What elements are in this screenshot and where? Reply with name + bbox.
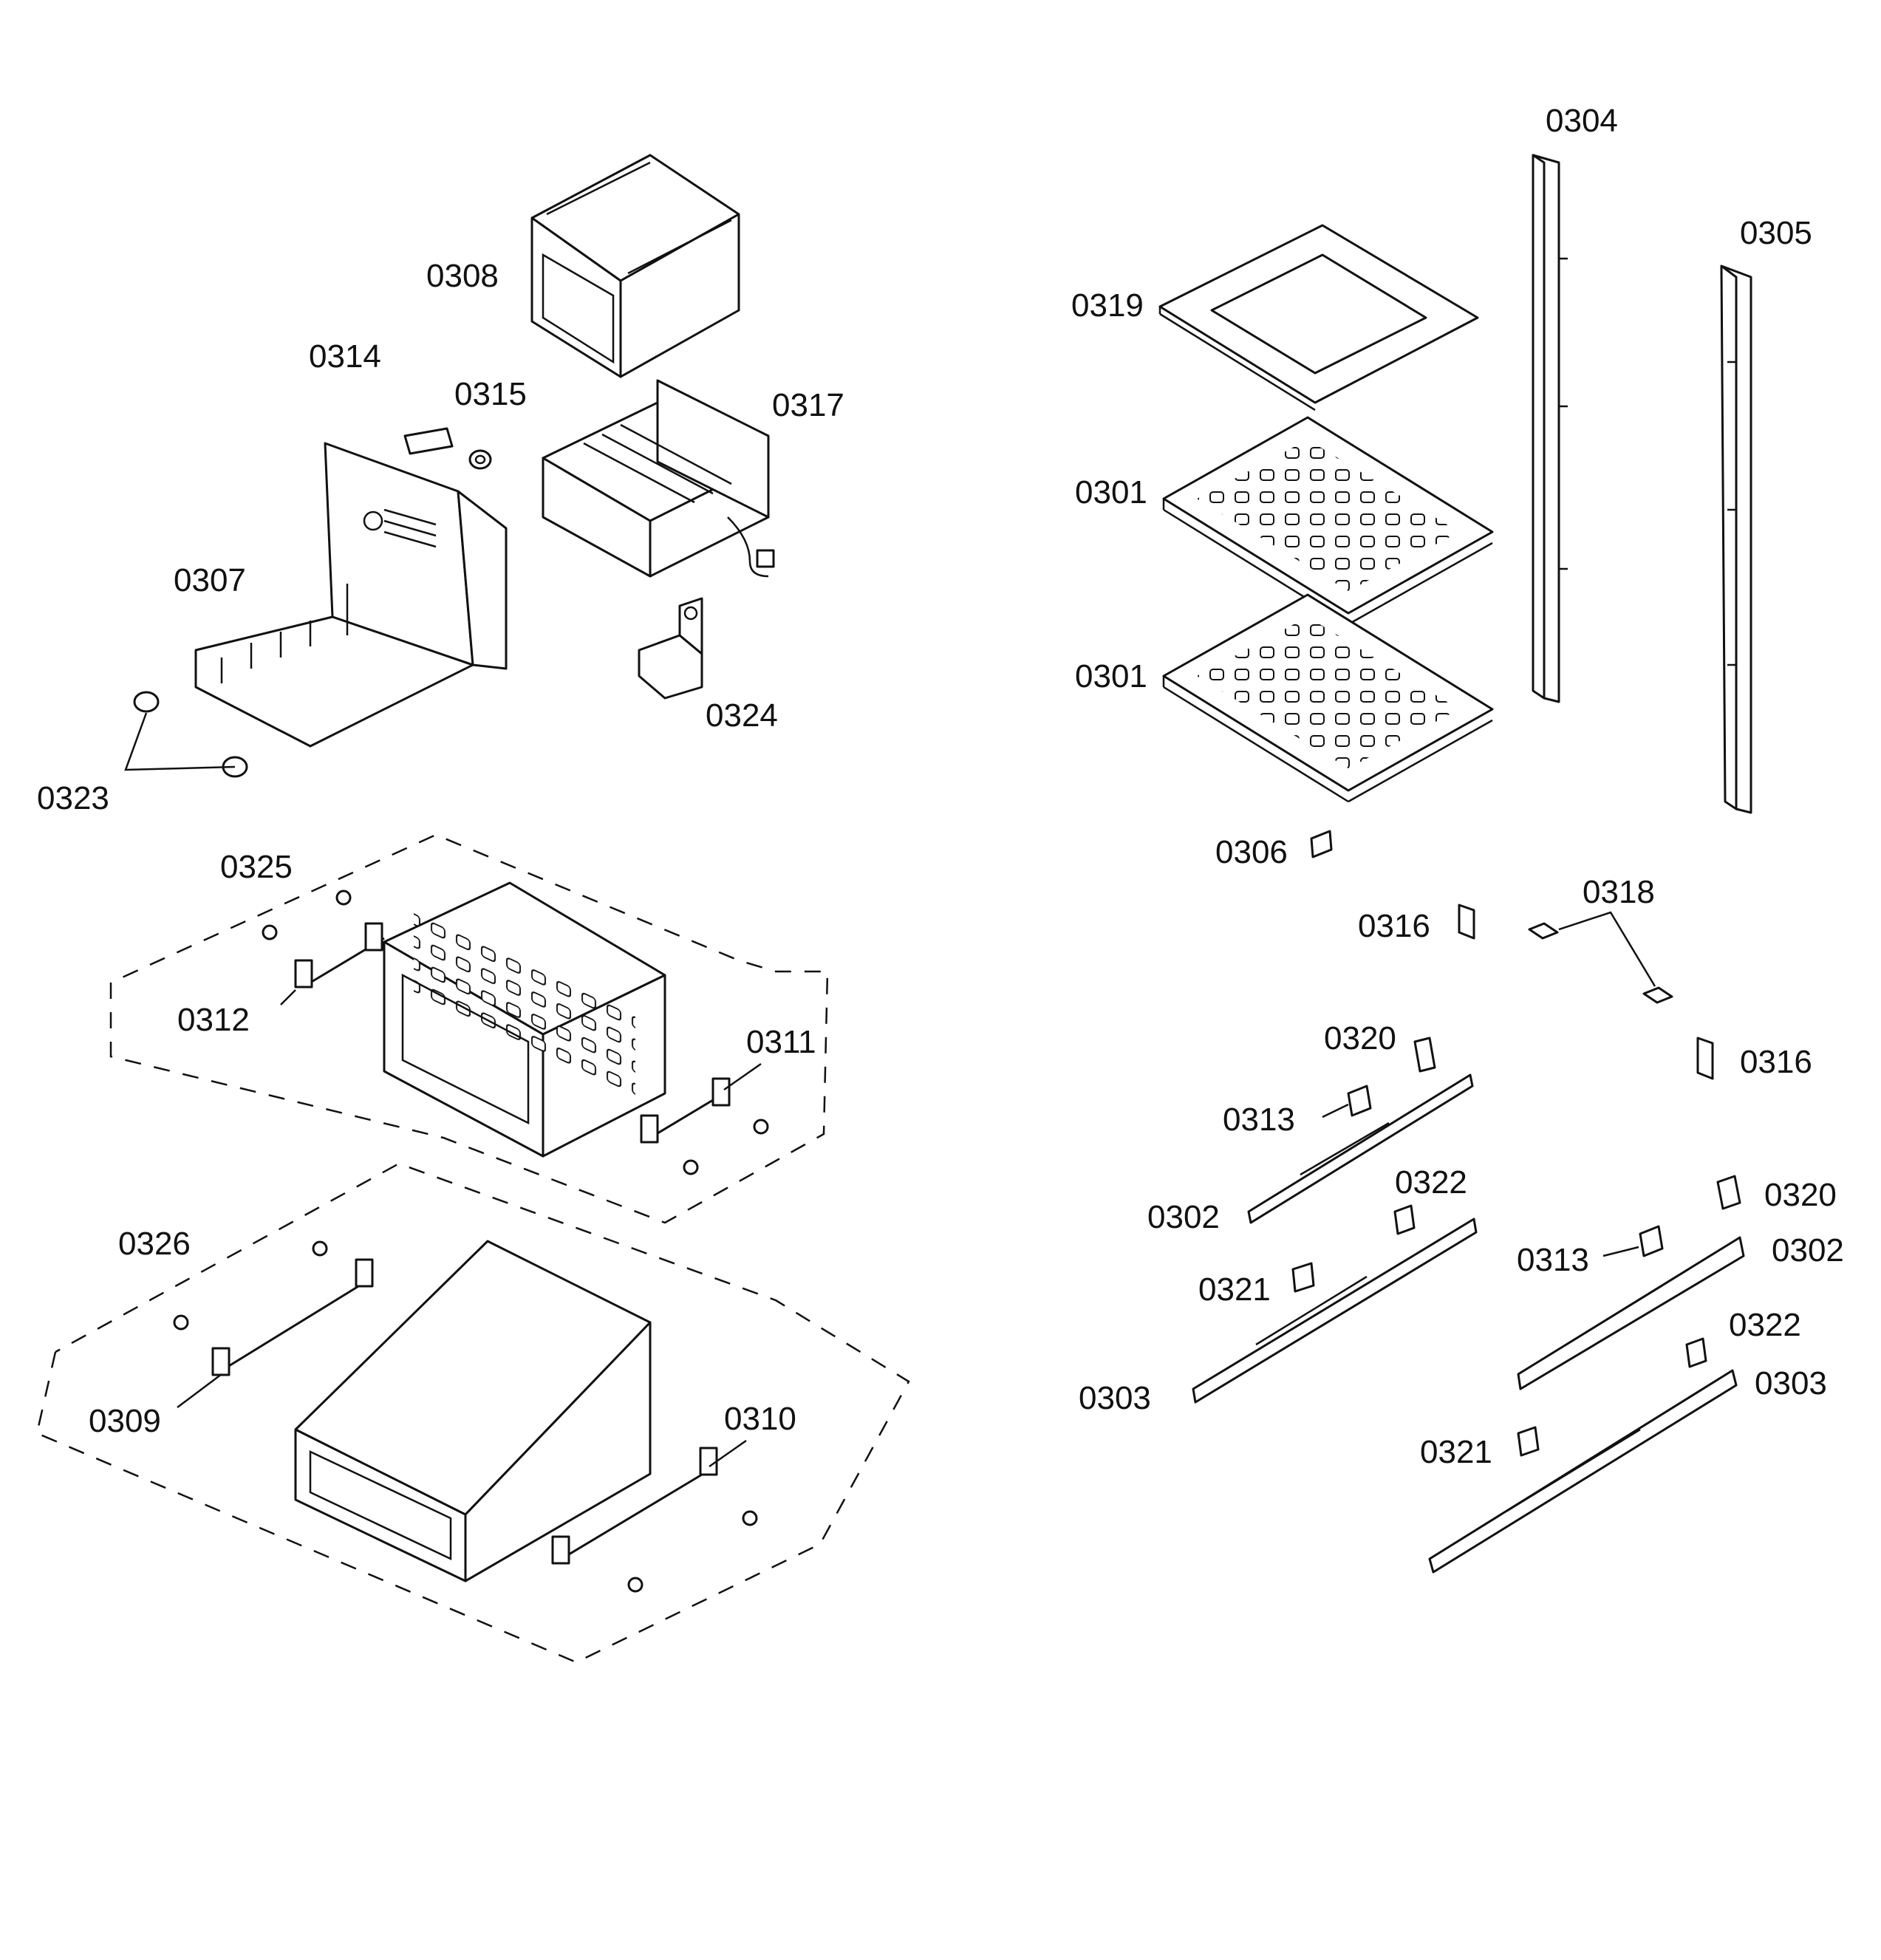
rail-part-0305 <box>1720 264 1752 814</box>
callout-0304: 0304 <box>1546 103 1618 139</box>
callout-0316-upper: 0316 <box>1358 908 1430 944</box>
callout-0319: 0319 <box>1071 287 1144 324</box>
callout-0302-left: 0302 <box>1147 1199 1220 1235</box>
callout-0305: 0305 <box>1740 215 1812 251</box>
callout-0314: 0314 <box>309 338 381 375</box>
rail-part-0304 <box>1532 154 1568 703</box>
upper-drawer-assembly-0325 <box>109 833 829 1224</box>
slide-set-upper-left <box>1247 1037 1474 1224</box>
callout-0313-left: 0313 <box>1223 1102 1295 1138</box>
pad-part-0318 <box>1528 911 1673 1004</box>
callout-0311: 0311 <box>746 1024 816 1060</box>
callout-0301-lower: 0301 <box>1075 658 1147 694</box>
callout-0306: 0306 <box>1215 834 1288 870</box>
ice-bin-part-0308 <box>530 154 740 378</box>
callout-0308: 0308 <box>426 258 499 294</box>
callout-0315: 0315 <box>454 376 527 412</box>
callout-0322-right: 0322 <box>1729 1307 1801 1343</box>
strip-part-0314 <box>403 427 454 455</box>
callout-0303-left: 0303 <box>1079 1380 1151 1416</box>
callout-0317: 0317 <box>772 387 844 423</box>
callout-0320-right: 0320 <box>1764 1177 1837 1213</box>
callout-0321-left: 0321 <box>1198 1271 1271 1308</box>
callout-0313-right: 0313 <box>1517 1242 1589 1278</box>
callout-0326: 0326 <box>118 1226 191 1262</box>
callout-0325: 0325 <box>220 849 293 885</box>
callout-0310: 0310 <box>724 1401 796 1437</box>
clip-part-0316-upper <box>1458 904 1475 940</box>
callout-0302-right: 0302 <box>1772 1232 1844 1268</box>
slide-set-lower-right <box>1428 1337 1738 1574</box>
callout-0316-lower: 0316 <box>1740 1044 1812 1080</box>
callout-0301-upper: 0301 <box>1075 474 1147 511</box>
slide-set-lower-left <box>1192 1204 1478 1404</box>
clip-part-0306 <box>1310 830 1333 858</box>
callout-0312: 0312 <box>177 1002 250 1038</box>
ice-maker-part-0317 <box>542 379 775 578</box>
callout-0303-right: 0303 <box>1755 1365 1827 1401</box>
shelf-part-0301-lower <box>1162 593 1494 803</box>
bracket-part-0324 <box>638 597 703 700</box>
shelf-frame-part-0319 <box>1158 224 1479 412</box>
slide-set-upper-right <box>1517 1175 1745 1390</box>
callout-0323: 0323 <box>37 780 109 816</box>
callout-0322-left: 0322 <box>1395 1164 1467 1201</box>
lower-drawer-assembly-0326 <box>35 1162 910 1664</box>
callout-0320-left: 0320 <box>1324 1020 1396 1056</box>
callout-0324: 0324 <box>706 697 778 734</box>
clip-part-0316-lower <box>1696 1037 1714 1080</box>
shelf-part-0301-upper <box>1162 416 1494 626</box>
callout-0309: 0309 <box>89 1403 161 1439</box>
nut-part-0315 <box>468 449 492 470</box>
callout-0318: 0318 <box>1583 874 1655 910</box>
feet-part-0323 <box>124 691 248 778</box>
callout-0307: 0307 <box>174 562 246 598</box>
callout-0321-right: 0321 <box>1420 1434 1492 1470</box>
housing-part-0307 <box>194 442 508 748</box>
